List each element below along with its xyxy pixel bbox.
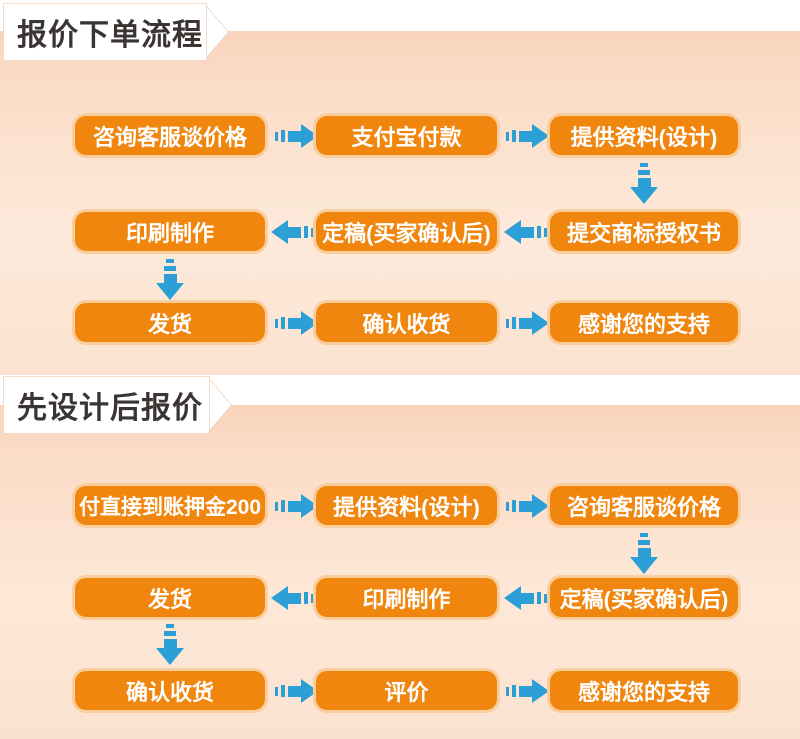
arrow-right-icon xyxy=(506,311,549,335)
flow-step: 发货 xyxy=(72,575,268,620)
section-design-first-flow: 先设计后报价 付直接到账押金200 提供资料(设计) 咨询客服谈价格 发货 印刷… xyxy=(0,375,800,739)
flow-step: 印刷制作 xyxy=(313,575,500,620)
flow-step: 确认收货 xyxy=(313,300,500,345)
flow-step: 感谢您的支持 xyxy=(547,300,741,345)
arrow-down-icon xyxy=(629,533,659,574)
flow-step: 支付宝付款 xyxy=(313,113,500,158)
flow-step: 发货 xyxy=(72,300,268,345)
flow-step: 提供资料(设计) xyxy=(313,483,500,528)
section-title: 先设计后报价 xyxy=(17,392,203,425)
arrow-left-icon xyxy=(504,586,547,610)
arrow-right-icon xyxy=(275,494,318,518)
arrow-right-icon xyxy=(275,124,318,148)
section-quote-order-flow: 报价下单流程 咨询客服谈价格 支付宝付款 提供资料(设计) 印刷制作 定稿(买家… xyxy=(0,0,800,375)
flow-step: 定稿(买家确认后) xyxy=(547,575,741,620)
arrow-down-icon xyxy=(155,624,185,665)
flow-step: 评价 xyxy=(313,668,500,713)
arrow-down-icon xyxy=(629,163,659,204)
flow-step: 付直接到账押金200 xyxy=(72,483,268,528)
arrow-left-icon xyxy=(504,220,547,244)
flow-step: 咨询客服谈价格 xyxy=(72,113,268,158)
banner-chevron-icon xyxy=(204,4,228,60)
arrow-right-icon xyxy=(506,124,549,148)
flow-step: 提交商标授权书 xyxy=(547,209,741,254)
flow-step: 感谢您的支持 xyxy=(547,668,741,713)
arrow-right-icon xyxy=(506,679,549,703)
section-title: 报价下单流程 xyxy=(17,19,203,52)
section-title-banner: 先设计后报价 xyxy=(3,376,210,434)
arrow-left-icon xyxy=(271,586,314,610)
arrow-left-icon xyxy=(271,220,314,244)
arrow-right-icon xyxy=(275,679,318,703)
arrow-right-icon xyxy=(506,494,549,518)
section-title-banner: 报价下单流程 xyxy=(3,3,207,61)
flow-step: 印刷制作 xyxy=(72,209,268,254)
arrow-right-icon xyxy=(275,311,318,335)
banner-chevron-icon xyxy=(207,377,231,433)
flow-step: 咨询客服谈价格 xyxy=(547,483,741,528)
flow-step: 定稿(买家确认后) xyxy=(313,209,500,254)
flow-step: 提供资料(设计) xyxy=(547,113,741,158)
flow-step: 确认收货 xyxy=(72,668,268,713)
arrow-down-icon xyxy=(155,259,185,300)
